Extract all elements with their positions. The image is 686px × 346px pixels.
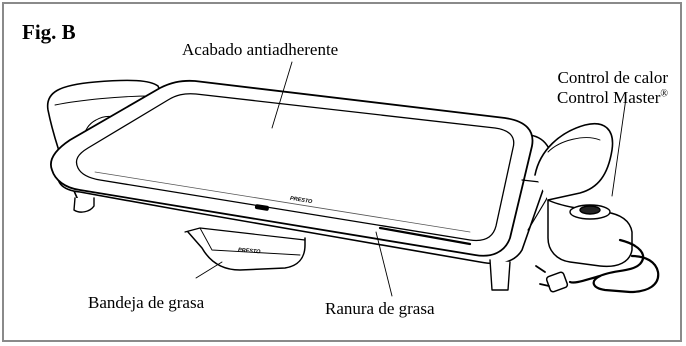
power-cord (592, 238, 660, 294)
grease-channel-slot (378, 226, 472, 246)
label-drip-tray: Bandeja de grasa (88, 293, 205, 312)
label-heat-control-line1: Control de calor (557, 68, 668, 87)
cooking-plate-rim (50, 79, 534, 257)
leader-heat-control (611, 97, 627, 197)
power-plug (535, 265, 569, 293)
right-handle (534, 123, 614, 201)
cooking-surface (75, 93, 515, 242)
label-nonstick-finish: Acabado antiadherente (182, 40, 339, 59)
leader-grease-channel (375, 231, 393, 297)
leader-nonstick (271, 61, 293, 129)
label-heat-control: Control de calor Control Master® (557, 68, 668, 109)
label-heat-control-line2: Control Master® (557, 88, 668, 108)
brand-tray-text: PRESTO (238, 247, 262, 255)
label-heat-control-text: Control Master (556, 88, 661, 108)
rim-badge (254, 204, 269, 211)
brand-plate-text: PRESTO (289, 196, 313, 206)
drip-tray-body (187, 231, 306, 271)
leader-drip-tray (195, 261, 223, 279)
figure-title: Fig. B (22, 20, 76, 44)
left-foot (73, 197, 95, 213)
label-grease-channel: Ranura de grasa (325, 299, 435, 318)
registered-mark: ® (660, 88, 668, 100)
